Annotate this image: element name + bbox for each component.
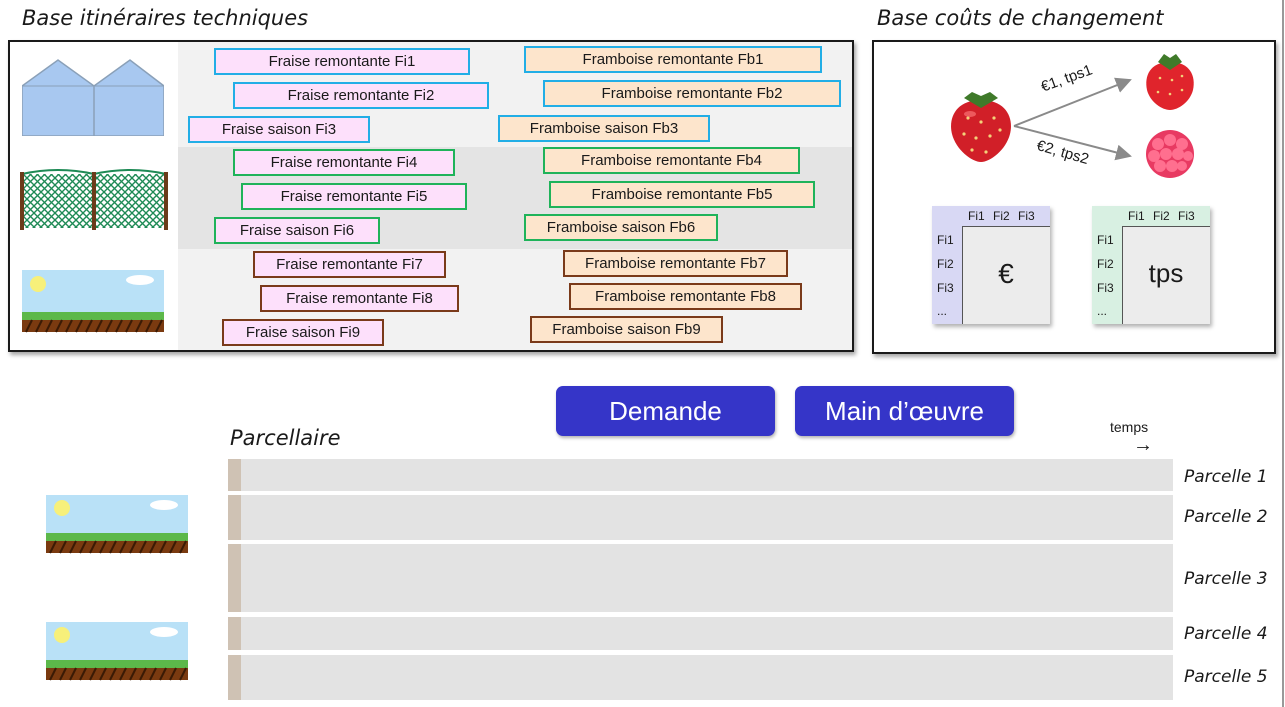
change-arrows	[1013, 77, 1132, 161]
couts-panel: €1, tps1 €2, tps2 Fi1 Fi2 Fi3 Fi1 Fi2 Fi…	[872, 40, 1276, 354]
couts-title: Base coûts de changement	[877, 6, 1164, 30]
cost-matrix: Fi1 Fi2 Fi3 Fi1 Fi2 Fi3 ... €	[932, 206, 1050, 324]
net-tunnel-icon	[20, 164, 168, 232]
parcelle-row-2[interactable]	[228, 495, 1173, 540]
itineraire-fi7[interactable]: Fraise remontante Fi7	[253, 251, 446, 278]
main-oeuvre-button[interactable]: Main d’œuvre	[795, 386, 1014, 436]
row-lead	[228, 495, 241, 540]
itineraire-fb4[interactable]: Framboise remontante Fb4	[543, 147, 800, 174]
cost-symbol: €	[998, 258, 1014, 289]
matrix-row-header: Fi3	[1097, 281, 1114, 295]
itineraire-fi2[interactable]: Fraise remontante Fi2	[233, 82, 489, 109]
itineraire-fi4[interactable]: Fraise remontante Fi4	[233, 149, 455, 176]
matrix-row-header: ...	[1097, 304, 1108, 318]
itineraire-fi3[interactable]: Fraise saison Fi3	[188, 116, 370, 143]
itineraire-fb1[interactable]: Framboise remontante Fb1	[524, 46, 822, 73]
strawberry-icon	[946, 82, 1016, 164]
timeline-arrow-icon: →	[1133, 434, 1153, 456]
time-matrix-rowheader	[1092, 206, 1122, 324]
row-lead	[228, 655, 241, 700]
itineraires-title: Base itinéraires techniques	[22, 6, 309, 30]
matrix-row-header: Fi1	[1097, 233, 1114, 247]
parcelle-label-2: Parcelle 2	[1184, 507, 1268, 527]
cost-matrix-body	[962, 226, 1050, 324]
time-matrix: Fi1 Fi2 Fi3 Fi1 Fi2 Fi3 ... tps	[1092, 206, 1210, 324]
open-field-icon	[46, 622, 188, 684]
itineraire-fi6[interactable]: Fraise saison Fi6	[214, 217, 380, 244]
row-lead	[228, 544, 241, 612]
parcelle-label-3: Parcelle 3	[1184, 569, 1268, 589]
matrix-col-header: Fi1	[1128, 209, 1145, 223]
matrix-row-header: Fi1	[937, 233, 954, 247]
parcelle-row-4[interactable]	[228, 617, 1173, 650]
itineraire-fb8[interactable]: Framboise remontante Fb8	[569, 283, 802, 310]
parcelle-label-1: Parcelle 1	[1184, 467, 1268, 487]
matrix-col-header: Fi1	[968, 209, 985, 223]
row-lead	[228, 459, 241, 491]
matrix-row-header: Fi2	[1097, 257, 1114, 271]
matrix-row-header: Fi3	[937, 281, 954, 295]
itineraire-fi5[interactable]: Fraise remontante Fi5	[241, 183, 467, 210]
parcelle-label-4: Parcelle 4	[1184, 624, 1268, 644]
itineraire-fi1[interactable]: Fraise remontante Fi1	[214, 48, 470, 75]
itineraire-fi8[interactable]: Fraise remontante Fi8	[260, 285, 459, 312]
itineraire-fb7[interactable]: Framboise remontante Fb7	[563, 250, 788, 277]
cost-matrix-rowheader	[932, 206, 962, 324]
matrix-col-header: Fi2	[1153, 209, 1170, 223]
matrix-row-header: ...	[937, 304, 948, 318]
time-symbol: tps	[1148, 258, 1184, 288]
strawberry-target-icon	[1142, 50, 1198, 112]
open-field-icon	[46, 495, 188, 557]
greenhouse-icon	[21, 58, 165, 137]
itineraire-fb3[interactable]: Framboise saison Fb3	[498, 115, 710, 142]
time-matrix-body	[1122, 226, 1210, 324]
parcelle-row-5[interactable]	[228, 655, 1173, 700]
itineraire-fb6[interactable]: Framboise saison Fb6	[524, 214, 718, 241]
matrix-col-header: Fi2	[993, 209, 1010, 223]
raspberry-icon	[1142, 126, 1198, 182]
parcelle-label-5: Parcelle 5	[1184, 667, 1268, 687]
parcelle-row-3[interactable]	[228, 544, 1173, 612]
row-lead	[228, 617, 241, 650]
itineraire-fb9[interactable]: Framboise saison Fb9	[530, 316, 723, 343]
matrix-col-header: Fi3	[1178, 209, 1195, 223]
itineraire-fi9[interactable]: Fraise saison Fi9	[222, 319, 384, 346]
page-edge-line	[1282, 0, 1284, 707]
parcelle-row-1[interactable]	[228, 459, 1173, 491]
demande-button[interactable]: Demande	[556, 386, 775, 436]
open-field-icon	[22, 270, 164, 334]
matrix-row-header: Fi2	[937, 257, 954, 271]
itineraire-fb5[interactable]: Framboise remontante Fb5	[549, 181, 815, 208]
parcellaire-title: Parcellaire	[230, 426, 341, 450]
itineraire-fb2[interactable]: Framboise remontante Fb2	[543, 80, 841, 107]
timeline-label: temps	[1110, 419, 1149, 435]
matrix-col-header: Fi3	[1018, 209, 1035, 223]
